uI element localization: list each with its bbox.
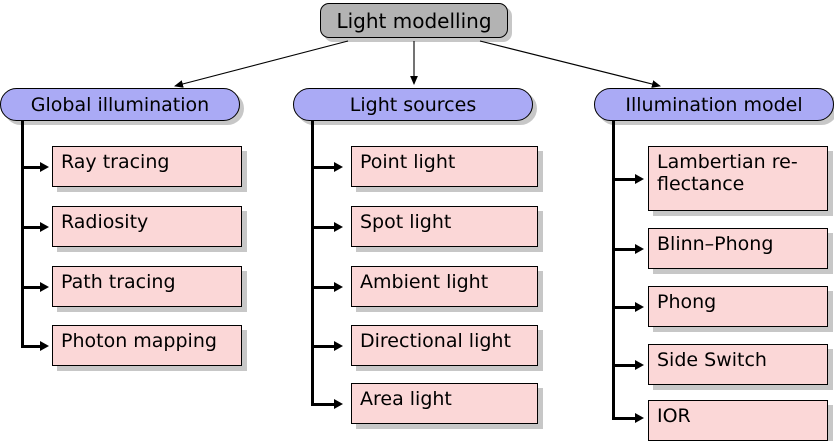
root-node-light-modelling[interactable]: Light modelling (320, 3, 508, 38)
arrowhead-point-light (334, 162, 343, 172)
leaf-node-label: Side Switch (657, 349, 767, 371)
leaf-node-photon-mapping[interactable]: Photon mapping (52, 325, 242, 366)
leaf-node-point-light[interactable]: Point light (351, 146, 538, 187)
arrowhead-photon-mapping (40, 341, 49, 351)
leaf-node-ior[interactable]: IOR (648, 400, 828, 441)
arrowhead-ray-tracing (40, 162, 49, 172)
leaf-node-label: Path tracing (61, 271, 176, 293)
leaf-node-directional-light[interactable]: Directional light (351, 325, 538, 366)
connector-side-switch (612, 364, 638, 367)
leaf-node-phong[interactable]: Phong (648, 286, 828, 327)
connector-phong (612, 306, 638, 309)
leaf-node-label: Ambient light (360, 271, 489, 293)
leaf-node-label: Radiosity (61, 211, 149, 233)
category-node-illumination-model[interactable]: Illumination model (594, 88, 834, 121)
connector-radiosity (21, 226, 43, 229)
arrowhead-ambient-light (334, 282, 343, 292)
leaf-node-side-switch[interactable]: Side Switch (648, 344, 828, 385)
leaf-node-label: Point light (360, 151, 456, 173)
stem-light-sources (311, 121, 314, 405)
leaf-node-label: IOR (657, 405, 691, 427)
arrowhead-side-switch (635, 360, 644, 370)
leaf-node-lambertian-reflectance[interactable]: Lambertian re- flectance (648, 146, 828, 211)
connector-photon-mapping (21, 345, 43, 348)
arrowhead-path-tracing (40, 282, 49, 292)
connector-ray-tracing (21, 166, 43, 169)
arrowhead-spot-light (334, 222, 343, 232)
leaf-node-label: Directional light (360, 330, 511, 352)
category-node-label: Light sources (349, 93, 477, 116)
leaf-node-label: Phong (657, 291, 717, 313)
arrowhead-blinn-phong (635, 244, 644, 254)
arrowhead-radiosity (40, 222, 49, 232)
connector-root-to-global-illumination (174, 40, 349, 88)
leaf-node-label: Blinn–Phong (657, 233, 774, 255)
arrowhead-ior (635, 413, 644, 423)
connector-blinn-phong (612, 248, 638, 251)
arrowhead-lambertian-reflectance (635, 174, 644, 184)
connector-point-light (311, 166, 337, 169)
connector-ambient-light (311, 286, 337, 289)
category-node-global-illumination[interactable]: Global illumination (0, 88, 240, 121)
connector-path-tracing (21, 286, 43, 289)
leaf-node-blinn-phong[interactable]: Blinn–Phong (648, 228, 828, 269)
root-node-label: Light modelling (336, 8, 492, 33)
leaf-node-label: Area light (360, 388, 452, 410)
arrowhead-area-light (334, 399, 343, 409)
stem-illumination-model (612, 121, 615, 417)
leaf-node-ray-tracing[interactable]: Ray tracing (52, 146, 242, 187)
leaf-node-label: Lambertian re- flectance (657, 151, 798, 196)
arrowhead-phong (635, 302, 644, 312)
connector-area-light (311, 403, 337, 406)
category-node-label: Global illumination (30, 93, 210, 116)
leaf-node-spot-light[interactable]: Spot light (351, 206, 538, 247)
connector-root-to-illumination-model (479, 40, 661, 88)
leaf-node-label: Photon mapping (61, 330, 217, 352)
connector-ior (612, 417, 638, 420)
leaf-node-label: Ray tracing (61, 151, 170, 173)
arrowhead-directional-light (334, 341, 343, 351)
connector-spot-light (311, 226, 337, 229)
leaf-node-path-tracing[interactable]: Path tracing (52, 266, 242, 307)
category-node-light-sources[interactable]: Light sources (293, 88, 533, 121)
leaf-node-area-light[interactable]: Area light (351, 383, 538, 424)
leaf-node-ambient-light[interactable]: Ambient light (351, 266, 538, 307)
leaf-node-label: Spot light (360, 211, 452, 233)
leaf-node-radiosity[interactable]: Radiosity (52, 206, 242, 247)
category-node-label: Illumination model (625, 93, 803, 116)
stem-global-illumination (21, 121, 24, 348)
connector-lambertian-reflectance (612, 178, 638, 181)
connector-directional-light (311, 345, 337, 348)
